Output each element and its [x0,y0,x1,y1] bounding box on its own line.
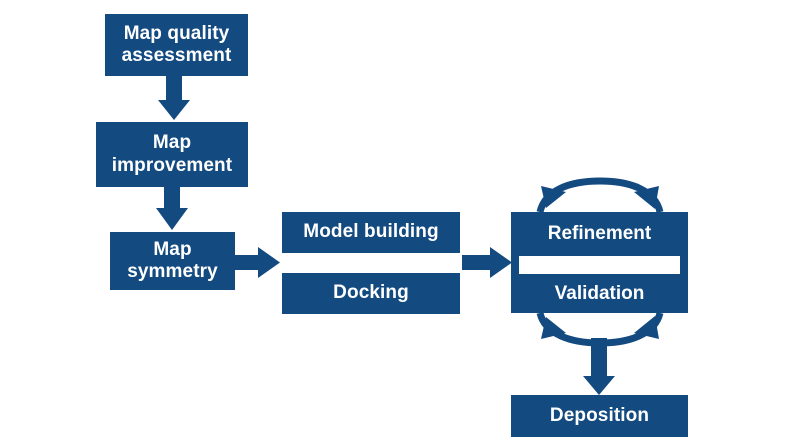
node-deposition[interactable]: Deposition [511,395,688,437]
node-refinement[interactable]: Refinement [511,212,688,256]
node-label: Map symmetry [127,238,218,282]
node-validation[interactable]: Validation [511,274,688,313]
cycle-arc-bottom [536,311,664,347]
node-map-symmetry[interactable]: Map symmetry [110,232,235,290]
node-label: Model building [303,221,439,243]
arrow-symmetry-to-building [235,247,280,278]
arrow-cycle-to-deposition [583,338,615,395]
cycle-arc-bottom-arrowheads [541,316,659,339]
node-label: Validation [554,282,645,304]
node-label: Map quality assessment [121,22,232,66]
node-docking[interactable]: Docking [282,273,460,314]
cycle-arc-top [536,177,664,214]
arrow-assessment-to-improvement [158,76,190,120]
arrow-building-to-cycle [462,247,512,278]
arrow-improvement-to-symmetry [156,187,188,230]
node-map-improvement[interactable]: Map improvement [96,122,248,187]
refinement-validation-gap [519,256,680,274]
node-label: Docking [333,282,409,304]
node-label: Deposition [549,404,650,426]
node-model-building[interactable]: Model building [282,212,460,253]
node-label: Refinement [547,223,652,244]
cycle-arc-top-arrowheads [541,186,659,209]
node-label: Map improvement [111,132,233,176]
node-map-quality-assessment[interactable]: Map quality assessment [105,14,248,76]
